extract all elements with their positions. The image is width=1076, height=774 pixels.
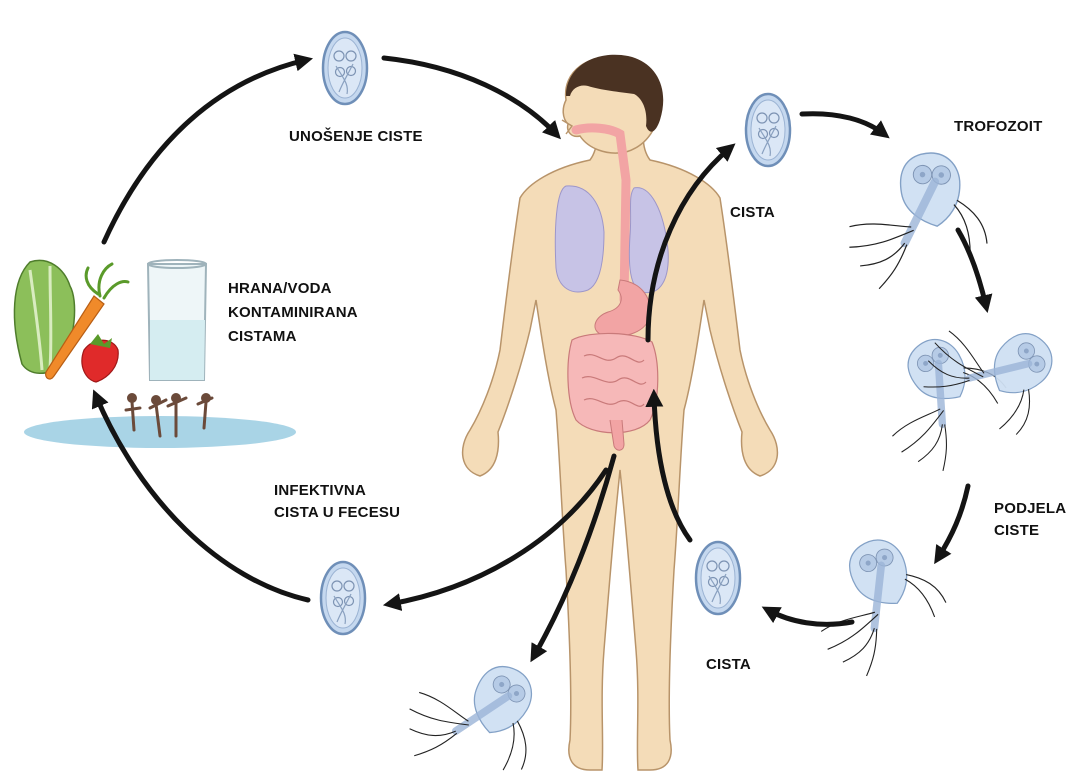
cyst-icon <box>746 94 790 166</box>
strawberry-icon <box>82 334 118 382</box>
cyst-icon <box>323 32 367 104</box>
trophozoite-icon <box>836 146 992 293</box>
dividing-trophozoite-icon <box>856 289 1073 484</box>
water-glass-icon <box>148 260 206 380</box>
arrow-ingestion-to-body <box>384 58 556 134</box>
arrow-trophozoite-to-division <box>958 230 986 306</box>
label-ciste: CISTE <box>994 520 1039 541</box>
cyst-icon <box>696 542 740 614</box>
arrow-food-to-ingestion <box>104 60 306 242</box>
label-unosenje-ciste: UNOŠENJE CISTE <box>289 126 423 147</box>
arrow-trophozoite-to-cyst <box>768 610 852 624</box>
cyst-icon <box>321 562 365 634</box>
label-cista-bottom: CISTA <box>706 654 751 675</box>
label-cistama: CISTAMA <box>228 326 297 347</box>
trophozoite-icon <box>395 640 553 774</box>
label-trofozoit: TROFOZOIT <box>954 116 1042 137</box>
trophozoite-icon <box>791 523 958 686</box>
label-infektivna: INFEKTIVNA <box>274 480 366 501</box>
arrow-cyst-to-trophozoite <box>802 114 884 134</box>
arrow-division-to-trophozoite <box>938 486 968 558</box>
label-hrana-voda: HRANA/VODA <box>228 278 332 299</box>
label-cista-u-fecesu: CISTA U FECESU <box>274 502 400 523</box>
label-cista-top: CISTA <box>730 202 775 223</box>
label-kontaminirana: KONTAMINIRANA <box>228 302 358 323</box>
label-podjela: PODJELA <box>994 498 1066 519</box>
